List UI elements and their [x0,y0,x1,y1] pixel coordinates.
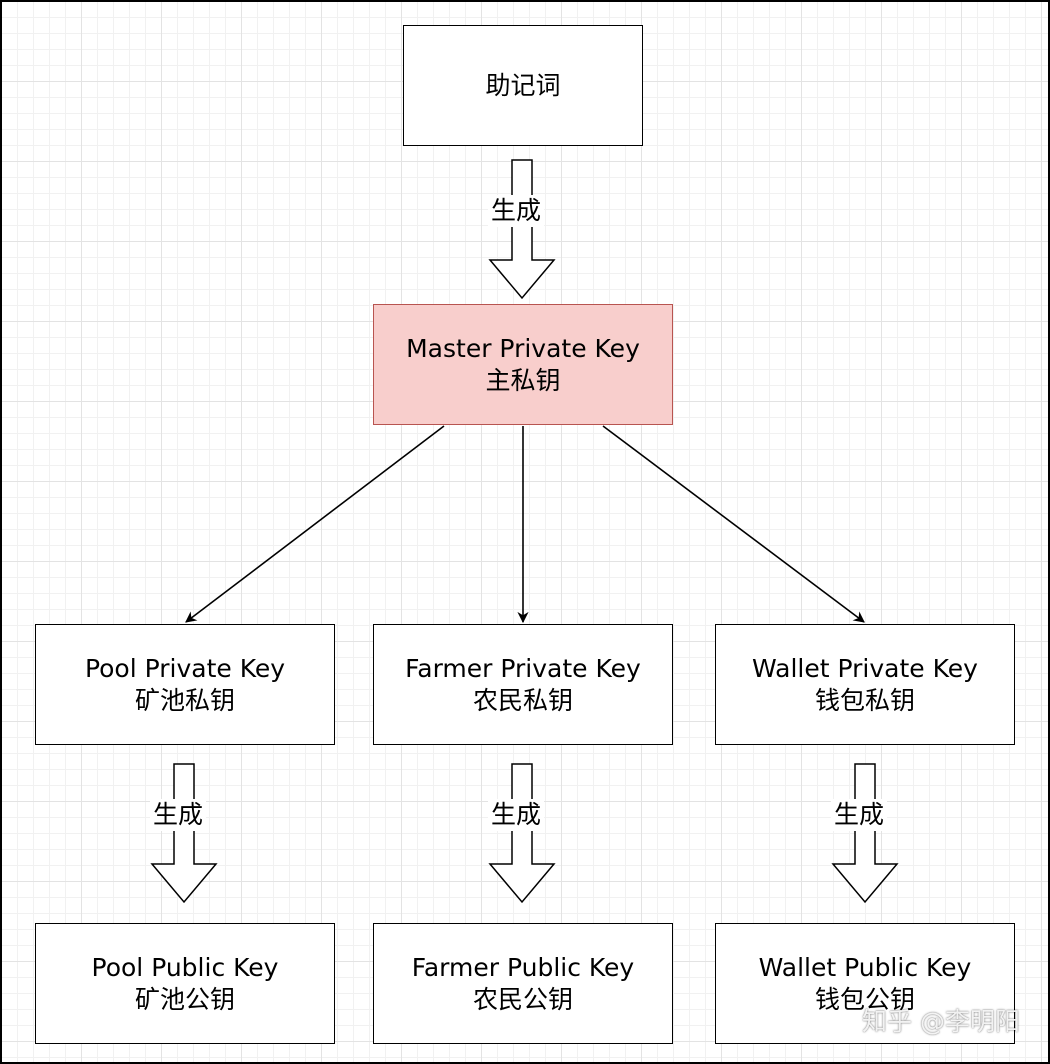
node-pool-private-title: Pool Private Key [84,653,286,683]
node-wallet-public-key[interactable]: Wallet Public Key 钱包公钥 [715,923,1015,1044]
node-farmer-public-subtitle: 农民公钥 [472,984,573,1014]
node-pool-public-subtitle: 矿池公钥 [134,984,235,1014]
node-wallet-private-title: Wallet Private Key [752,653,978,683]
edge-label-generate-pool: 生成 [150,799,207,831]
block-arrow-farmer [488,763,556,904]
block-arrow-pool [150,763,218,904]
connector-master-to-wallet [602,425,865,623]
node-master-subtitle: 主私钥 [485,365,561,395]
node-farmer-public-key[interactable]: Farmer Public Key 农民公钥 [373,923,673,1044]
node-pool-public-key[interactable]: Pool Public Key 矿池公钥 [35,923,335,1044]
node-wallet-public-title: Wallet Public Key [758,952,972,982]
node-mnemonic[interactable]: 助记词 [403,25,643,146]
block-arrow-mnemonic-to-master [488,159,556,300]
node-farmer-public-title: Farmer Public Key [411,952,635,982]
watermark: 知乎 @李明阳 [862,1007,1020,1036]
node-farmer-private-subtitle: 农民私钥 [472,685,573,715]
node-pool-private-subtitle: 矿池私钥 [134,685,235,715]
node-farmer-private-title: Farmer Private Key [405,653,641,683]
node-pool-private-key[interactable]: Pool Private Key 矿池私钥 [35,624,335,745]
edge-label-generate-farmer: 生成 [488,799,545,831]
node-master-private-key[interactable]: Master Private Key 主私钥 [373,304,673,425]
node-wallet-public-subtitle: 钱包公钥 [814,984,915,1014]
node-wallet-private-key[interactable]: Wallet Private Key 钱包私钥 [715,624,1015,745]
node-farmer-private-key[interactable]: Farmer Private Key 农民私钥 [373,624,673,745]
node-pool-public-title: Pool Public Key [91,952,279,982]
edge-label-generate-wallet: 生成 [831,799,888,831]
node-mnemonic-label: 助记词 [485,70,561,100]
edge-label-generate-top: 生成 [488,195,545,227]
block-arrow-wallet [831,763,899,904]
node-wallet-private-subtitle: 钱包私钥 [814,685,915,715]
connector-master-to-pool [185,425,445,623]
node-master-title: Master Private Key [406,333,640,363]
